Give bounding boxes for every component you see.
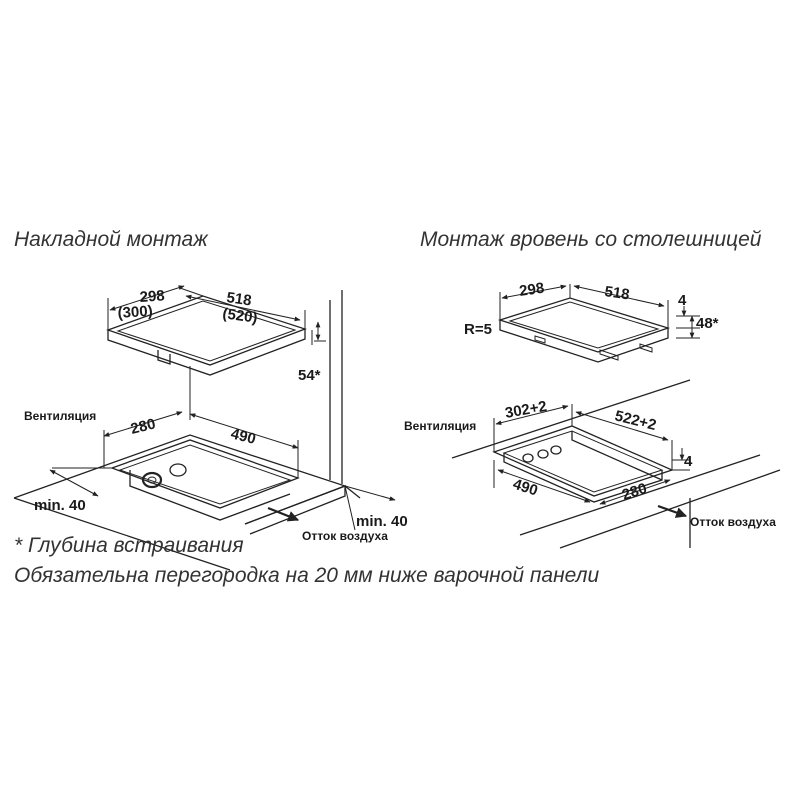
flush-mount-drawing: 298 518 4 48* R=5 Вентиляция 302+2 522+2… bbox=[404, 280, 781, 549]
right-cutout-dimensions bbox=[493, 404, 690, 505]
left-dim-54: 54* bbox=[298, 367, 321, 384]
left-wall bbox=[329, 290, 343, 484]
right-vent-label: Вентиляция bbox=[404, 419, 476, 433]
right-hob-plate bbox=[497, 297, 671, 363]
left-dim-300: (300) bbox=[117, 303, 153, 322]
left-dim-298: 298 bbox=[139, 287, 165, 306]
heading-surface-mount: Накладной монтаж bbox=[14, 228, 208, 251]
left-top-dimensions bbox=[107, 285, 326, 345]
right-dim-4-top: 4 bbox=[678, 292, 687, 309]
right-dim-298: 298 bbox=[518, 280, 545, 300]
surface-mount-drawing: 298 (300) 518 (520) 54* Вентиляция 280 4… bbox=[13, 285, 408, 571]
left-dim-520: (520) bbox=[221, 305, 258, 327]
left-dim-490: 490 bbox=[229, 425, 257, 448]
footnote-depth: * Глубина встраивания bbox=[14, 534, 244, 557]
heading-flush-mount: Монтаж вровень со столешницей bbox=[420, 228, 762, 251]
right-airflow-label: Отток воздуха bbox=[690, 515, 776, 529]
right-dim-48: 48* bbox=[696, 315, 719, 332]
right-dim-490: 490 bbox=[511, 476, 540, 500]
left-min-40: min. 40 bbox=[34, 497, 86, 514]
right-radius: R=5 bbox=[464, 321, 492, 338]
right-dim-280: 280 bbox=[620, 480, 649, 504]
right-airflow-arrow bbox=[657, 504, 688, 518]
right-top-dimensions bbox=[499, 284, 700, 339]
left-dim-280: 280 bbox=[129, 415, 157, 438]
right-dim-302: 302+2 bbox=[504, 398, 548, 422]
right-dim-518: 518 bbox=[603, 283, 630, 303]
left-vent-label: Вентиляция bbox=[24, 409, 96, 423]
right-dim-4-bottom: 4 bbox=[684, 453, 693, 470]
left-airflow-arrow bbox=[267, 506, 300, 522]
left-cutout-dimensions bbox=[49, 411, 396, 531]
left-airflow-label: Отток воздуха bbox=[302, 529, 388, 543]
right-min-40: min. 40 bbox=[356, 513, 408, 530]
footnote-partition: Обязательна перегородка на 20 мм ниже ва… bbox=[14, 564, 600, 587]
left-dim-518: 518 bbox=[225, 289, 252, 309]
